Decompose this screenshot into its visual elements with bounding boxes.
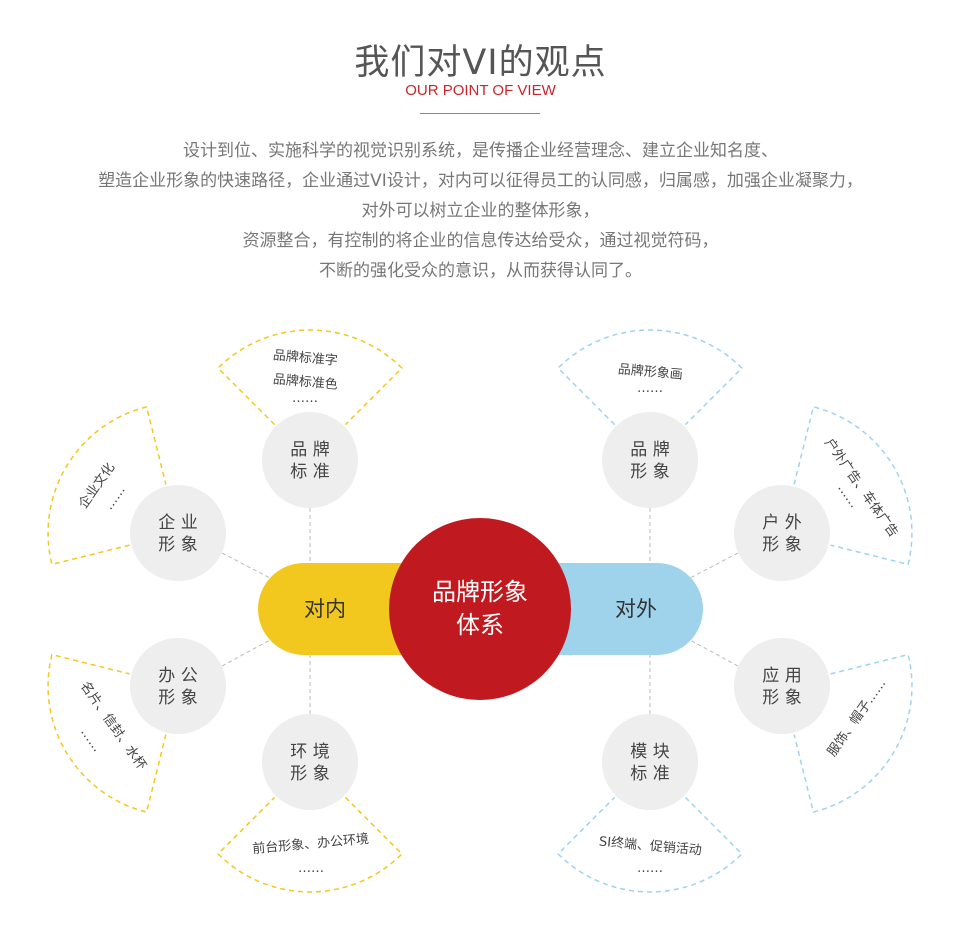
intro-paragraph: 设计到位、实施科学的视觉识别系统，是传播企业经营理念、建立企业知名度、 塑造企业… — [0, 136, 961, 286]
sector-detail: 服饰、帽子…… — [824, 676, 889, 760]
sector-detail: …… — [637, 861, 663, 876]
connector-line — [221, 552, 271, 579]
intro-line: 塑造企业形象的快速路径，企业通过VI设计，对内可以征得员工的认同感，归属感，加强… — [98, 171, 863, 191]
intro-line: 资源整合，有控制的将企业的信息传达给受众，通过视觉符码， — [242, 231, 719, 251]
sector-outline — [47, 653, 167, 814]
node-label-line2: 标 准 — [630, 764, 669, 784]
category-node — [130, 638, 226, 734]
connector-line — [221, 639, 271, 667]
sector-detail: …… — [637, 381, 663, 396]
sector-outline — [47, 405, 167, 566]
node-label-line2: 形 象 — [290, 764, 329, 784]
sector-detail: …… — [77, 725, 104, 755]
node-label-line1: 模 块 — [630, 742, 669, 762]
node-label-line2: 形 象 — [630, 462, 669, 482]
sector-outline — [217, 796, 403, 893]
sector-detail: 品牌标准字 — [272, 347, 338, 369]
node-label-line2: 标 准 — [290, 462, 329, 482]
node-label-line2: 形 象 — [158, 688, 197, 708]
intro-line: 设计到位、实施科学的视觉识别系统，是传播企业经营理念、建立企业知名度、 — [183, 141, 778, 161]
node-label-line1: 办 公 — [158, 666, 197, 686]
connector-line — [689, 639, 739, 667]
sector-detail: SI终端、促销活动 — [598, 834, 702, 859]
page-title: 我们对VI的观点 — [354, 43, 607, 83]
sector-detail: 品牌标准色 — [272, 371, 338, 393]
sector-outline — [793, 653, 913, 814]
node-label-line2: 形 象 — [762, 535, 801, 555]
sector-detail: …… — [298, 861, 324, 876]
node-label-line2: 形 象 — [158, 535, 197, 555]
intro-line: 对外可以树立企业的整体形象， — [361, 201, 600, 221]
page-subtitle: OUR POINT OF VIEW — [405, 82, 556, 99]
category-node — [602, 714, 698, 810]
sector-outline — [557, 329, 743, 426]
intro-line: 不断的强化受众的意识，从而获得认同了。 — [319, 261, 642, 281]
sector-detail: …… — [292, 391, 318, 406]
node-label-line1: 品 牌 — [630, 440, 669, 460]
category-node — [734, 485, 830, 581]
connector-line — [689, 552, 739, 579]
outer-label: 对外 — [615, 597, 657, 621]
center-circle — [389, 518, 571, 700]
inner-label: 对内 — [304, 597, 346, 621]
sector-detail: 户外广告、车体广告 — [821, 435, 901, 540]
node-label-line1: 户 外 — [762, 513, 801, 533]
category-node — [602, 412, 698, 508]
category-node — [130, 485, 226, 581]
title-divider — [420, 113, 540, 114]
sector-outline — [793, 405, 913, 566]
sector-outline — [557, 796, 743, 893]
center-label-line2: 体系 — [456, 611, 504, 639]
center-label-line1: 品牌形象 — [432, 578, 528, 606]
sector-detail: 品牌形象画 — [617, 361, 683, 383]
node-label-line1: 品 牌 — [290, 440, 329, 460]
node-label-line2: 形 象 — [762, 688, 801, 708]
sector-outline — [217, 329, 403, 426]
node-label-line1: 企 业 — [158, 513, 197, 533]
category-node — [734, 638, 830, 734]
node-label-line1: 应 用 — [762, 666, 801, 686]
sector-detail: …… — [102, 483, 129, 513]
category-node — [262, 412, 358, 508]
sector-detail: 前台形象、办公环境 — [252, 831, 370, 857]
node-label-line1: 环 境 — [290, 742, 329, 762]
category-node — [262, 714, 358, 810]
